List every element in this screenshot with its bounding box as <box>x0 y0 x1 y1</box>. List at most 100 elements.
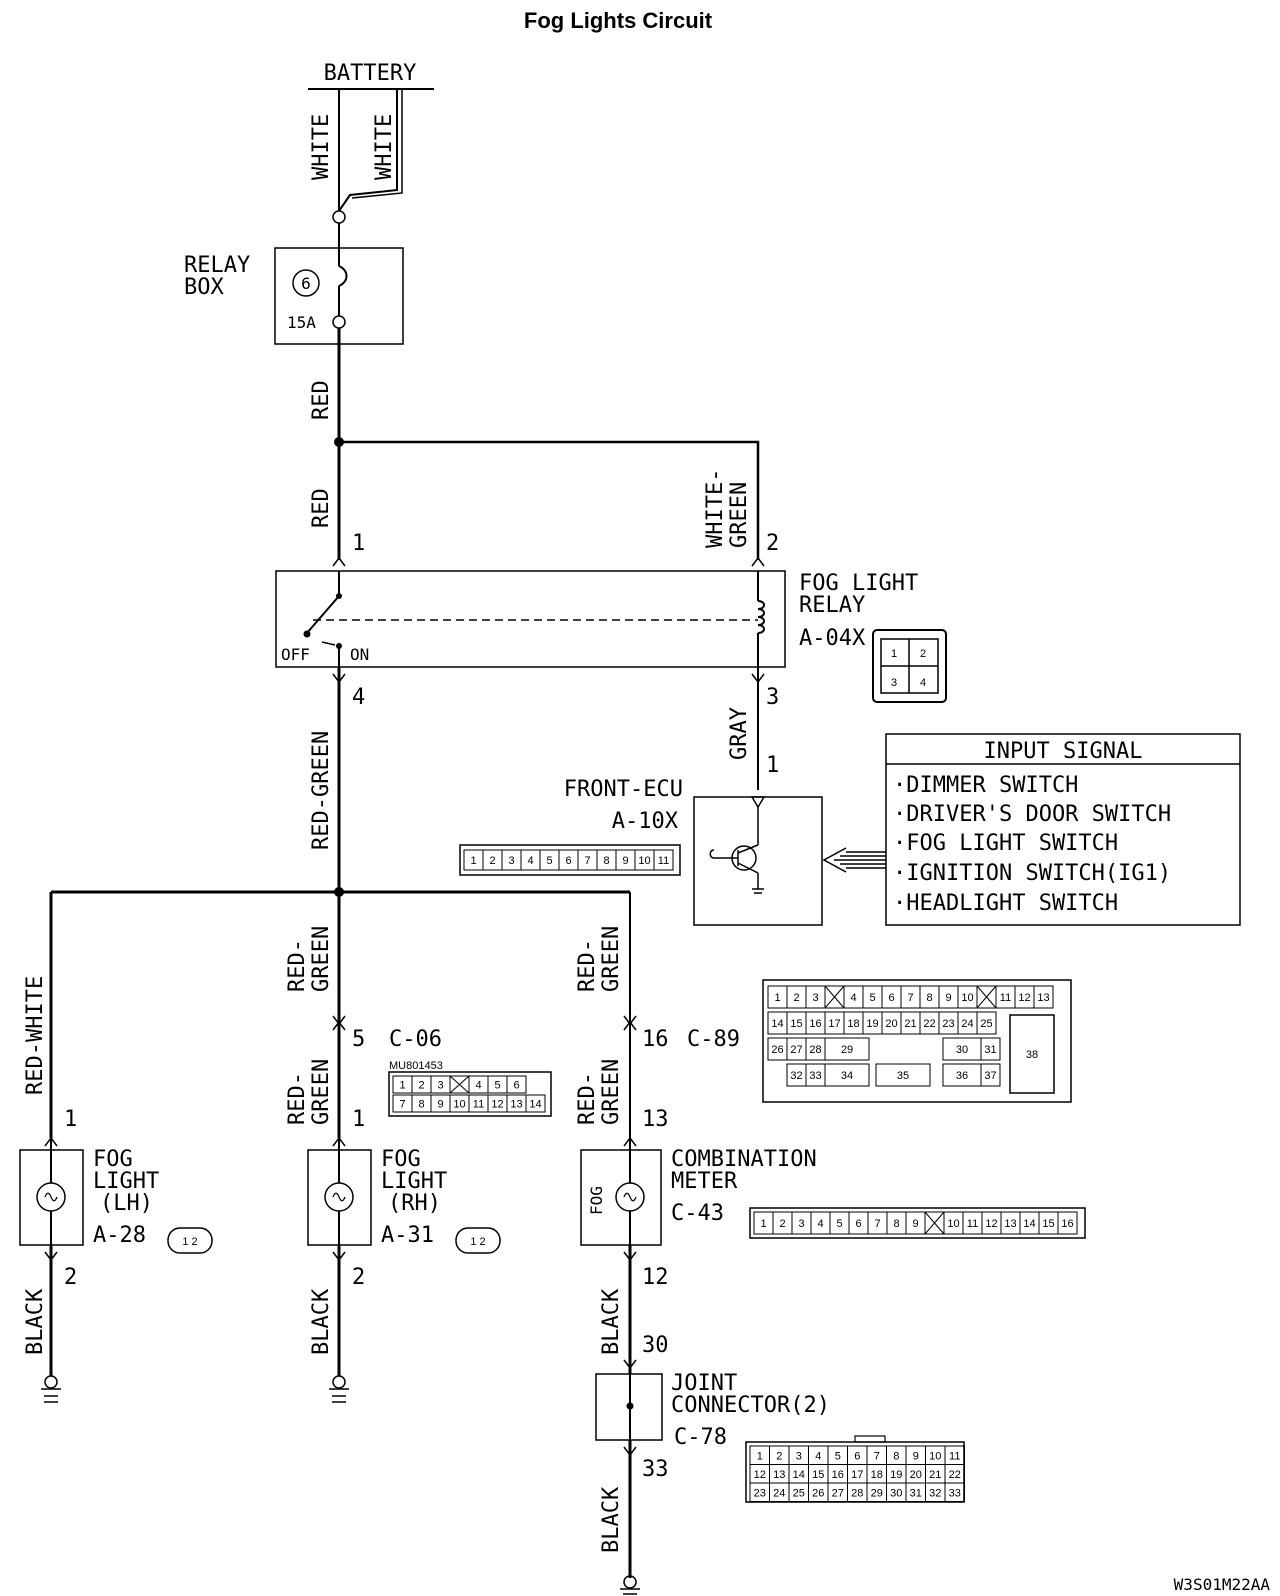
fog-light-rh-label-1: FOG <box>381 1147 421 1172</box>
c89-pin: 30 <box>956 1044 968 1056</box>
c06-arrow-in <box>332 1015 346 1026</box>
c89-pin: 23 <box>942 1018 954 1030</box>
c06-pin: 7 <box>399 1099 405 1111</box>
meter-pin-13: 13 <box>642 1107 669 1132</box>
c78-pin: 5 <box>835 1450 841 1462</box>
c78-pin: 21 <box>929 1469 941 1481</box>
wire-label-red-green-main: RED-GREEN <box>309 731 334 850</box>
c78-pin: 18 <box>871 1469 883 1481</box>
ground-icon <box>620 1575 640 1595</box>
c43-pin: 12 <box>985 1218 997 1230</box>
c89-pin: 20 <box>885 1018 897 1030</box>
c89-pin: 7 <box>907 992 913 1004</box>
c89-pin: 3 <box>812 992 818 1004</box>
input-signal-item: ·DIMMER SWITCH <box>893 773 1078 798</box>
c78-pin: 17 <box>851 1469 863 1481</box>
c78-pin: 2 <box>776 1450 782 1462</box>
signal-arrowhead <box>822 847 847 873</box>
diagram-title: Fog Lights Circuit <box>524 8 713 33</box>
c06-cell <box>506 1075 527 1094</box>
a10x-pin: 7 <box>584 855 590 867</box>
c89-pin: 10 <box>961 992 973 1004</box>
c78-latch-top <box>854 1435 886 1443</box>
c43-pin: 13 <box>1004 1218 1016 1230</box>
a31-connector-icon <box>455 1227 501 1254</box>
wire-label-white-2: WHITE <box>372 114 397 180</box>
c06-part-number: MU801453 <box>389 1060 443 1072</box>
c43-pin: 1 <box>760 1218 766 1230</box>
c89-arrow-out <box>623 1020 637 1031</box>
a04x-pin-2: 2 <box>920 648 926 660</box>
c89-cell <box>875 1063 931 1087</box>
c43-pin: 2 <box>779 1218 785 1230</box>
c06-pin: 5 <box>494 1080 500 1092</box>
wire-label-red-green-c1: RED- <box>575 939 600 992</box>
c78-pin: 24 <box>773 1487 785 1499</box>
c43-pin: 6 <box>855 1218 861 1230</box>
c78-pin: 22 <box>949 1469 961 1481</box>
c78-pin: 33 <box>949 1487 961 1499</box>
rh-pin-1: 1 <box>352 1107 365 1132</box>
a04x-pin-3: 3 <box>891 677 897 689</box>
c43-cell <box>1057 1211 1078 1235</box>
c06-pin: 12 <box>491 1099 503 1111</box>
c89-pin: 25 <box>980 1018 992 1030</box>
fuse-rating: 15A <box>287 313 316 332</box>
c89-cell <box>980 1037 1001 1061</box>
front-ecu-connector: A-10X <box>612 809 679 834</box>
joint-connector-label-2: CONNECTOR(2) <box>671 1393 830 1418</box>
joint-pin-30-arrow <box>623 1359 637 1370</box>
ground-icon <box>41 1375 61 1403</box>
white-wire-2-outline <box>351 89 403 199</box>
c89-cell <box>1033 985 1054 1009</box>
wire-label-red-green-d1: RED- <box>575 1072 600 1125</box>
c78-pin: 10 <box>929 1450 941 1462</box>
c89-pin-38-box <box>1009 1014 1055 1094</box>
white-green-wire <box>339 440 760 560</box>
relay-box-label-2: BOX <box>184 275 224 300</box>
c43-pin: 4 <box>817 1218 823 1230</box>
joint-connector-node <box>626 1402 634 1410</box>
combination-meter-filament <box>623 1192 637 1202</box>
input-signal-item: ·FOG LIGHT SWITCH <box>893 831 1118 856</box>
c78-cell <box>944 1482 965 1502</box>
c89-arrow-in <box>623 1015 637 1026</box>
c89-pin: 32 <box>790 1070 802 1082</box>
c78-pin: 1 <box>757 1450 763 1462</box>
meter-pin-12: 12 <box>642 1265 669 1290</box>
c06-pin: 2 <box>418 1080 424 1092</box>
c06-arrow-out <box>332 1020 346 1031</box>
c06-pin: 10 <box>453 1099 465 1111</box>
c89-pin: 16 <box>809 1018 821 1030</box>
c89-pin: 11 <box>1000 992 1011 1004</box>
a10x-pin: 2 <box>489 855 495 867</box>
fog-relay-connector: A-04X <box>799 626 866 651</box>
c89-pin: 24 <box>961 1018 973 1030</box>
c89-code: C-89 <box>687 1027 740 1052</box>
relay-off-mark <box>321 641 336 646</box>
fog-light-lh-label-3: (LH) <box>100 1191 153 1216</box>
c78-pin: 3 <box>796 1450 802 1462</box>
fog-relay-label-1: FOG LIGHT <box>799 571 918 596</box>
c89-pin: 28 <box>809 1044 821 1056</box>
a10x-pin: 5 <box>546 855 552 867</box>
ground-icon <box>329 1375 349 1403</box>
white-wire-2 <box>338 89 398 212</box>
c89-pin: 36 <box>956 1070 968 1082</box>
relay-off-label: OFF <box>281 645 310 664</box>
c89-pin: 19 <box>866 1018 878 1030</box>
c78-pin: 7 <box>874 1450 880 1462</box>
c06-cell <box>525 1094 546 1113</box>
wire-label-red-green-d2: GREEN <box>599 1059 624 1125</box>
relay-box-label-1: RELAY <box>184 253 250 278</box>
joint-pin-30: 30 <box>642 1333 669 1358</box>
wire-label-red-green-b1: RED- <box>285 1072 310 1125</box>
c06-blank <box>449 1075 470 1094</box>
ecu-terminal-mark <box>750 796 766 809</box>
c78-pin: 28 <box>851 1487 863 1499</box>
c89-pin: 4 <box>850 992 856 1004</box>
input-signal-title: INPUT SIGNAL <box>984 739 1143 764</box>
